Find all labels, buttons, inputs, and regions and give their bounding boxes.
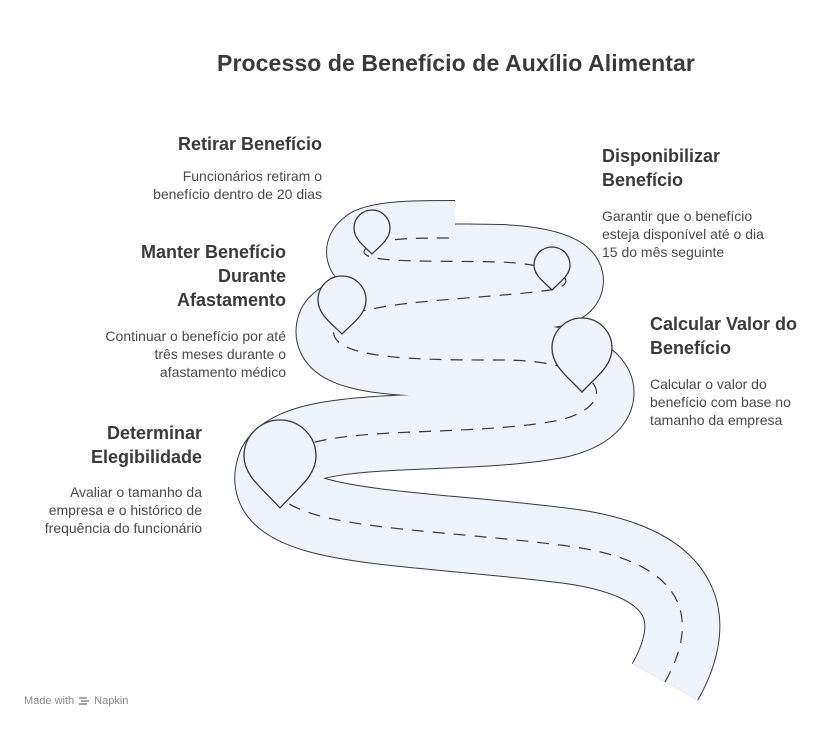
step-description-line: empresa e o histórico de bbox=[48, 502, 202, 518]
step-heading-line: Afastamento bbox=[176, 290, 286, 310]
step-description-line: 15 do mês seguinte bbox=[602, 244, 725, 260]
pin-retirar-icon bbox=[353, 209, 391, 255]
step-heading-line: Determinar bbox=[106, 423, 202, 443]
step-heading-line: Durante bbox=[217, 266, 286, 286]
step-description-line: benefício com base no bbox=[650, 394, 791, 410]
pin-disponibilizar-icon bbox=[533, 246, 571, 291]
pin-calcular-icon bbox=[551, 317, 613, 393]
step-description-disponibilizar: Garantir que o benefício esteja disponív… bbox=[602, 207, 764, 261]
napkin-logo-icon bbox=[79, 697, 90, 705]
pin-manter-icon bbox=[317, 275, 367, 335]
step-heading-line: Benefício bbox=[650, 338, 732, 358]
step-heading-determinar: Determinar Elegibilidade bbox=[91, 421, 202, 469]
road-center-line bbox=[271, 237, 683, 683]
footer-brand: Napkin bbox=[94, 695, 129, 707]
step-heading-retirar: Retirar Benefício bbox=[178, 132, 322, 156]
step-description-line: esteja disponível até o dia bbox=[602, 226, 764, 242]
step-description-line: três meses durante o bbox=[154, 346, 286, 362]
road bbox=[234, 200, 721, 701]
step-heading-line: Retirar Benefício bbox=[177, 134, 322, 154]
step-description-line: afastamento médico bbox=[159, 364, 286, 380]
step-heading-manter: Manter Benefício Durante Afastamento bbox=[141, 240, 286, 312]
step-heading-line: Disponibilizar bbox=[602, 146, 721, 166]
step-description-line: Funcionários retiram o bbox=[182, 168, 322, 184]
step-description-line: Avaliar o tamanho da bbox=[69, 484, 202, 500]
step-heading-line: Elegibilidade bbox=[90, 447, 202, 467]
step-heading-calcular: Calcular Valor do Benefício bbox=[650, 312, 797, 360]
footer-text: Made with bbox=[24, 695, 75, 707]
diagram-title: Processo de Benefício de Auxílio Aliment… bbox=[217, 50, 695, 76]
step-description-determinar: Avaliar o tamanho da empresa e o históri… bbox=[45, 483, 202, 537]
step-description-line: Garantir que o benefício bbox=[602, 208, 753, 224]
step-description-line: benefício dentro de 20 dias bbox=[153, 186, 322, 202]
step-heading-disponibilizar: Disponibilizar Benefício bbox=[602, 144, 720, 192]
step-description-line: Calcular o valor do bbox=[650, 376, 767, 392]
pin-determinar-icon bbox=[243, 419, 317, 509]
step-description-calcular: Calcular o valor do benefício com base n… bbox=[650, 375, 791, 429]
step-description-line: frequência do funcionário bbox=[44, 520, 202, 536]
made-with-napkin-footer: Made with Napkin bbox=[24, 695, 128, 707]
step-description-retirar: Funcionários retiram o benefício dentro … bbox=[153, 167, 322, 203]
step-description-line: Continuar o benefício por até bbox=[105, 328, 286, 344]
step-heading-line: Manter Benefício bbox=[140, 242, 286, 262]
step-heading-line: Benefício bbox=[602, 170, 684, 190]
step-heading-line: Calcular Valor do bbox=[650, 314, 798, 334]
step-description-line: tamanho da empresa bbox=[650, 412, 783, 428]
step-description-manter: Continuar o benefício por até três meses… bbox=[105, 327, 286, 381]
